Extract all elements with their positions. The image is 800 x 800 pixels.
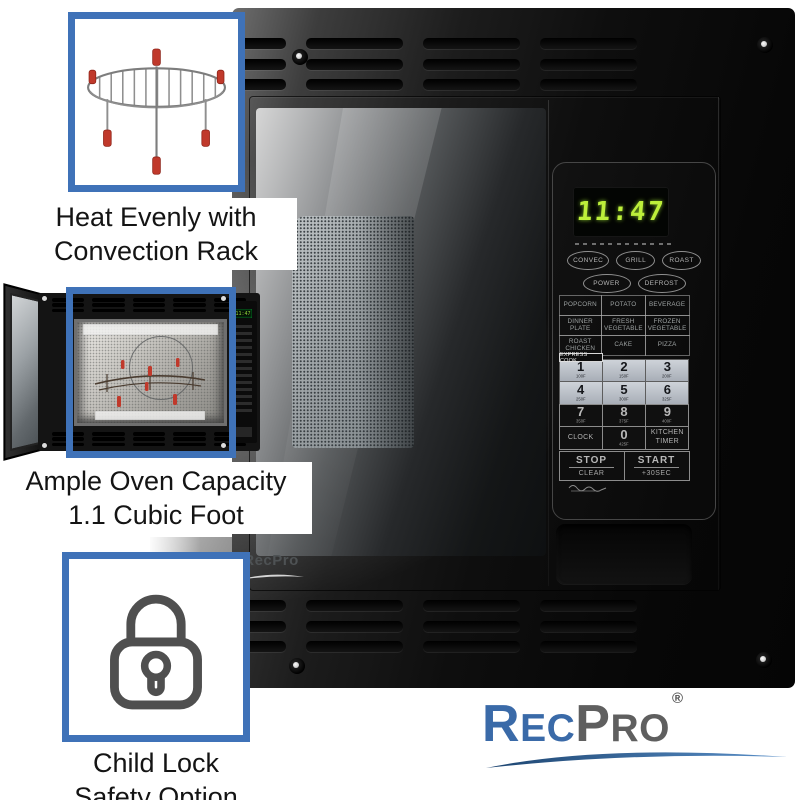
logo-letter: P: [575, 695, 611, 753]
door-brand-swoosh-icon: [238, 574, 304, 580]
recpro-logo: RECPRO®: [482, 690, 796, 768]
frozen-vegetable-button[interactable]: FROZEN VEGETABLE: [644, 314, 690, 336]
convec-button[interactable]: CONVEC: [567, 251, 610, 270]
mode-button-row-1: CONVEC GRILL ROAST: [567, 251, 701, 270]
logo-letter: EC: [520, 707, 576, 750]
logo-swoosh-icon: [486, 752, 787, 768]
mini-display: 11:47: [234, 309, 252, 318]
stop-start-row: STOP CLEAR START +30SEC: [558, 450, 690, 481]
start-button[interactable]: START +30SEC: [623, 450, 690, 481]
screw-icon: [42, 443, 47, 448]
mode-button-row-2: POWER DEFROST: [567, 274, 701, 293]
power-button[interactable]: POWER: [582, 274, 631, 293]
caption-line: Heat Evenly with: [55, 202, 257, 232]
express-cook-label: EXPRESS COOK: [559, 352, 603, 364]
screw-icon: [221, 443, 226, 448]
blue-highlight-frame: [66, 287, 236, 458]
mini-buttons: [234, 325, 252, 415]
pizza-button[interactable]: PIZZA: [644, 334, 690, 356]
vent-group: [306, 600, 403, 652]
kitchen-timer-button[interactable]: KITCHEN TIMER: [645, 426, 690, 450]
stop-clear-button[interactable]: STOP CLEAR: [558, 450, 625, 481]
logo-letter: R: [482, 695, 521, 753]
caption-line: Ample Oven Capacity: [25, 466, 287, 496]
child-lock-inset: [62, 552, 250, 742]
vent-group: [240, 38, 286, 90]
door-brand-text: RecPro: [243, 552, 299, 569]
bottom-vent-band: [240, 600, 640, 652]
door-window-mesh: [292, 216, 414, 448]
display-indicator-ticks: [575, 243, 671, 245]
potato-button[interactable]: POTATO: [600, 294, 646, 316]
screw-icon: [756, 652, 772, 668]
registered-mark: ®: [671, 690, 684, 707]
popcorn-button[interactable]: POPCORN: [558, 294, 602, 316]
convection-rack-icon: [86, 48, 226, 175]
convection-rack-inset: [68, 12, 245, 192]
caption-line: Safety Option: [74, 782, 238, 800]
caption-line: Convection Rack: [53, 236, 259, 266]
door-panel-seam: [548, 100, 549, 586]
screw-icon: [289, 658, 305, 674]
control-panel: 11:47 CONVEC GRILL ROAST POWER DEFROST P…: [552, 162, 716, 520]
screw-icon: [42, 296, 47, 301]
recpro-logo-text: RECPRO®: [482, 690, 796, 754]
mini-handle: [234, 427, 252, 437]
cavity-label: [95, 411, 205, 420]
fresh-vegetable-button[interactable]: FRESH VEGETABLE: [600, 314, 646, 336]
grill-button[interactable]: GRILL: [616, 251, 656, 270]
cake-button[interactable]: CAKE: [600, 334, 646, 356]
clock-display: 11:47: [573, 187, 669, 237]
vent-group: [240, 600, 286, 652]
logo-letter: RO: [610, 707, 670, 750]
beverage-button[interactable]: BEVERAGE: [644, 294, 690, 316]
caption-capacity: Ample Oven Capacity 1.1 Cubic Foot: [0, 462, 312, 534]
open-microwave-body: 11:47: [38, 293, 260, 451]
door-brand-watermark: RecPro: [216, 552, 326, 587]
brand-signature-icon: [568, 485, 607, 492]
vent-group: [540, 600, 637, 652]
preset-button-grid: POPCORN POTATO BEVERAGE DINNER PLATE FRE…: [558, 294, 690, 356]
vent-group: [306, 38, 403, 90]
convection-fan-ring: [129, 336, 193, 400]
screw-icon: [292, 49, 308, 65]
screw-icon: [221, 296, 226, 301]
roast-button[interactable]: ROAST: [662, 251, 701, 270]
cavity-label: [83, 324, 218, 335]
vent-group: [540, 38, 637, 90]
display-time: 11:47: [575, 197, 667, 227]
defrost-button[interactable]: DEFROST: [637, 274, 686, 293]
caption-child-lock: Child Lock Safety Option: [25, 744, 287, 800]
caption-convection: Heat Evenly with Convection Rack: [15, 198, 297, 270]
panel-trim-seam: [718, 97, 719, 590]
clock-button[interactable]: CLOCK: [558, 426, 603, 450]
vent-group: [423, 38, 520, 90]
open-microwave-inset: 11:47: [0, 283, 292, 463]
padlock-icon: [110, 594, 202, 710]
cavity-rack-icon: [94, 358, 206, 407]
door-open-button[interactable]: [556, 524, 692, 584]
oven-cavity: [74, 319, 227, 426]
caption-line: 1.1 Cubic Foot: [68, 500, 244, 530]
caption-line: Child Lock: [92, 748, 220, 778]
dinner-plate-button[interactable]: DINNER PLATE: [558, 314, 602, 336]
vent-group: [423, 600, 520, 652]
screw-icon: [757, 37, 773, 53]
microwave-photo: RecPro 11:47 CONVEC GRILL ROAST POWER DE…: [232, 8, 795, 688]
top-vent-band: [240, 38, 640, 90]
